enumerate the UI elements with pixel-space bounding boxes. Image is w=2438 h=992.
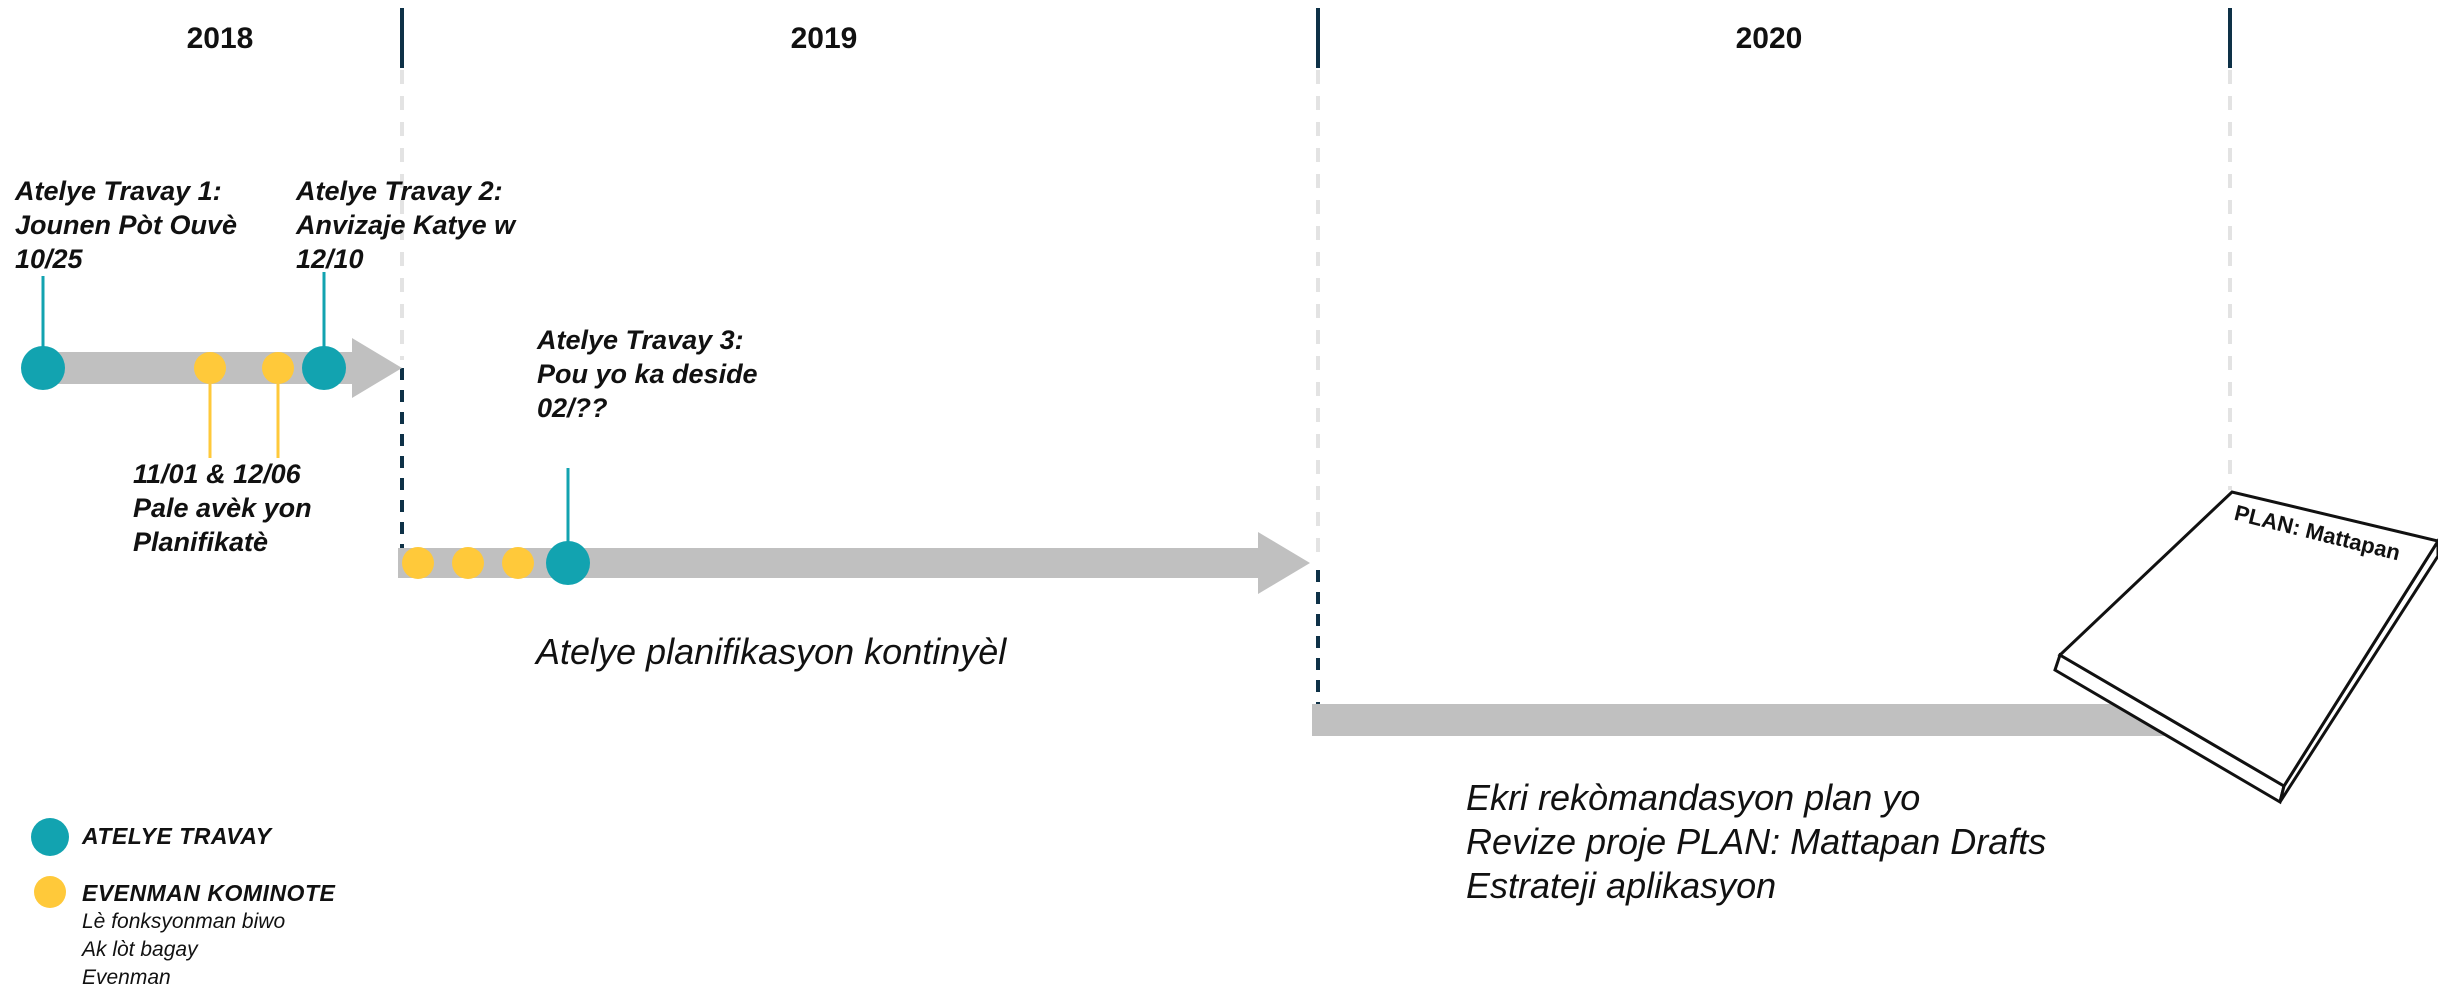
workshop-dot-3 bbox=[546, 541, 590, 585]
workshop-dot-1 bbox=[21, 346, 65, 390]
legend-event-sub: Lè fonksyonman biwo Ak lòt bagay Evenman bbox=[82, 910, 286, 989]
event-dot bbox=[262, 352, 294, 384]
plan-book-illustration bbox=[2053, 490, 2438, 805]
phase-bar-2020 bbox=[1312, 704, 2182, 736]
workshop-1-label: Atelye Travay 1: Jounen Pòt Ouvè 10/25 bbox=[15, 176, 238, 274]
event-dot bbox=[502, 547, 534, 579]
year-label-2020: 2020 bbox=[1735, 22, 1803, 55]
community-event-note: 11/01 & 12/06 Pale avèk yon Planifikatè bbox=[133, 459, 312, 557]
workshop-2-label: Atelye Travay 2: Anvizaje Katye w 12/10 bbox=[296, 176, 516, 274]
event-dot bbox=[194, 352, 226, 384]
legend-event-dot bbox=[34, 876, 66, 908]
legend-workshop-dot bbox=[31, 818, 69, 856]
legend-workshop-label: ATELYE TRAVAY bbox=[82, 823, 272, 849]
phase-label-continuing: Atelye planifikasyon kontinyèl bbox=[536, 631, 1007, 672]
phase-label-writing: Ekri rekòmandasyon plan yo Revize proje … bbox=[1466, 777, 2047, 906]
event-dot bbox=[402, 547, 434, 579]
workshop-dot-2 bbox=[302, 346, 346, 390]
phase-arrow-2019 bbox=[398, 532, 1310, 594]
year-label-2018: 2018 bbox=[186, 22, 254, 55]
year-label-2019: 2019 bbox=[790, 22, 858, 55]
workshop-3-label: Atelye Travay 3: Pou yo ka deside 02/?? bbox=[537, 325, 758, 423]
legend-event-label: EVENMAN KOMINOTE bbox=[82, 880, 336, 906]
event-dot bbox=[452, 547, 484, 579]
